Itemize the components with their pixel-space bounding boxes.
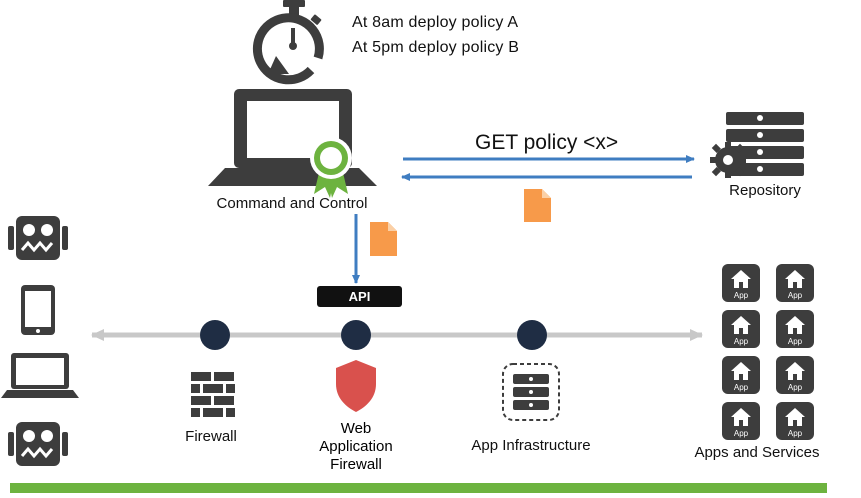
gear-icon — [710, 142, 746, 178]
app-infrastructure-icon — [502, 363, 560, 421]
command-laptop-icon — [208, 89, 377, 186]
app-tile: App — [722, 402, 760, 440]
app-tile-label: App — [734, 383, 749, 392]
robot-icon — [8, 422, 68, 466]
command-and-control-label: Command and Control — [216, 195, 368, 212]
app-tile: App — [776, 356, 814, 394]
app-tile: App — [722, 264, 760, 302]
robot-icon — [8, 216, 68, 260]
certificate-badge-icon — [310, 137, 352, 198]
house-icon — [731, 316, 751, 334]
house-icon — [785, 270, 805, 288]
app-tile-label: App — [788, 383, 803, 392]
repository-server-icon — [726, 112, 804, 176]
app-tile-label: App — [734, 429, 749, 438]
app-tile: App — [722, 310, 760, 348]
app-infrastructure-node — [517, 320, 547, 350]
app-tile: App — [722, 356, 760, 394]
footer-bar — [10, 483, 827, 493]
schedule-line-1: At 8am deploy policy A — [352, 14, 519, 31]
app-tile: App — [776, 310, 814, 348]
policy-document-icon — [370, 222, 397, 256]
app-tile: App — [776, 402, 814, 440]
get-policy-label: GET policy <x> — [475, 131, 619, 154]
stopwatch-icon — [252, 0, 324, 85]
apps-and-services-label: Apps and Services — [694, 444, 820, 461]
firewall-icon — [191, 372, 235, 417]
app-tile: App — [776, 264, 814, 302]
house-icon — [785, 362, 805, 380]
app-tile-label: App — [788, 337, 803, 346]
schedule-line-2: At 5pm deploy policy B — [352, 39, 520, 56]
waf-label: Web Application Firewall — [319, 420, 393, 473]
firewall-node — [200, 320, 230, 350]
house-icon — [731, 408, 751, 426]
waf-node — [341, 320, 371, 350]
api-badge: API — [317, 286, 402, 307]
app-tile-label: App — [734, 337, 749, 346]
app-tile-label: App — [788, 429, 803, 438]
house-icon — [785, 408, 805, 426]
laptop-icon — [1, 353, 79, 398]
tablet-icon — [21, 285, 55, 335]
house-icon — [731, 270, 751, 288]
house-icon — [785, 316, 805, 334]
firewall-label: Firewall — [185, 428, 237, 445]
policy-document-icon — [524, 189, 551, 222]
app-tile-label: App — [788, 291, 803, 300]
app-infrastructure-label: App Infrastructure — [471, 437, 591, 454]
repository-label: Repository — [729, 182, 801, 199]
app-tile-label: App — [734, 291, 749, 300]
shield-icon — [336, 360, 376, 412]
house-icon — [731, 362, 751, 380]
